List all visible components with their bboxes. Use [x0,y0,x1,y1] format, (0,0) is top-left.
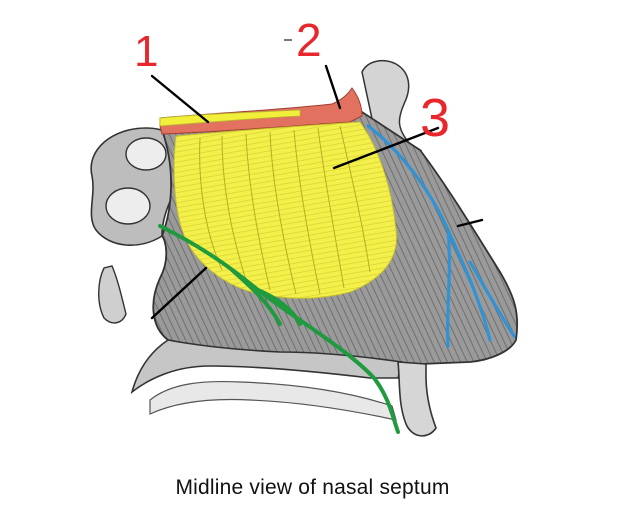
marker-labels: 1 2 3 [134,14,450,148]
leader-line-2 [324,64,342,110]
olfactory-fibers [199,125,371,295]
marker-1: 1 [134,27,158,76]
palatal-arch [149,380,397,421]
olfactory-bulb [159,87,363,135]
figure-caption: Midline view of nasal septum [175,476,450,499]
leader-line-1 [150,74,210,124]
marker-3: 3 [420,88,450,148]
leader-line-blue [456,218,484,228]
blue-nerve [366,124,516,348]
green-nerve [158,224,400,434]
cribriform-strip [159,109,301,127]
leader-line-3 [332,126,440,170]
pterygoid-process [98,265,127,324]
maxilla [397,361,437,437]
marker-2: 2 [296,14,322,66]
hard-palate [130,339,403,395]
leader-lines [150,64,484,320]
leader-line-green [150,266,208,320]
sphenoid-sinus-upper [125,137,167,171]
sphenoid-sinus-lower [105,187,151,225]
